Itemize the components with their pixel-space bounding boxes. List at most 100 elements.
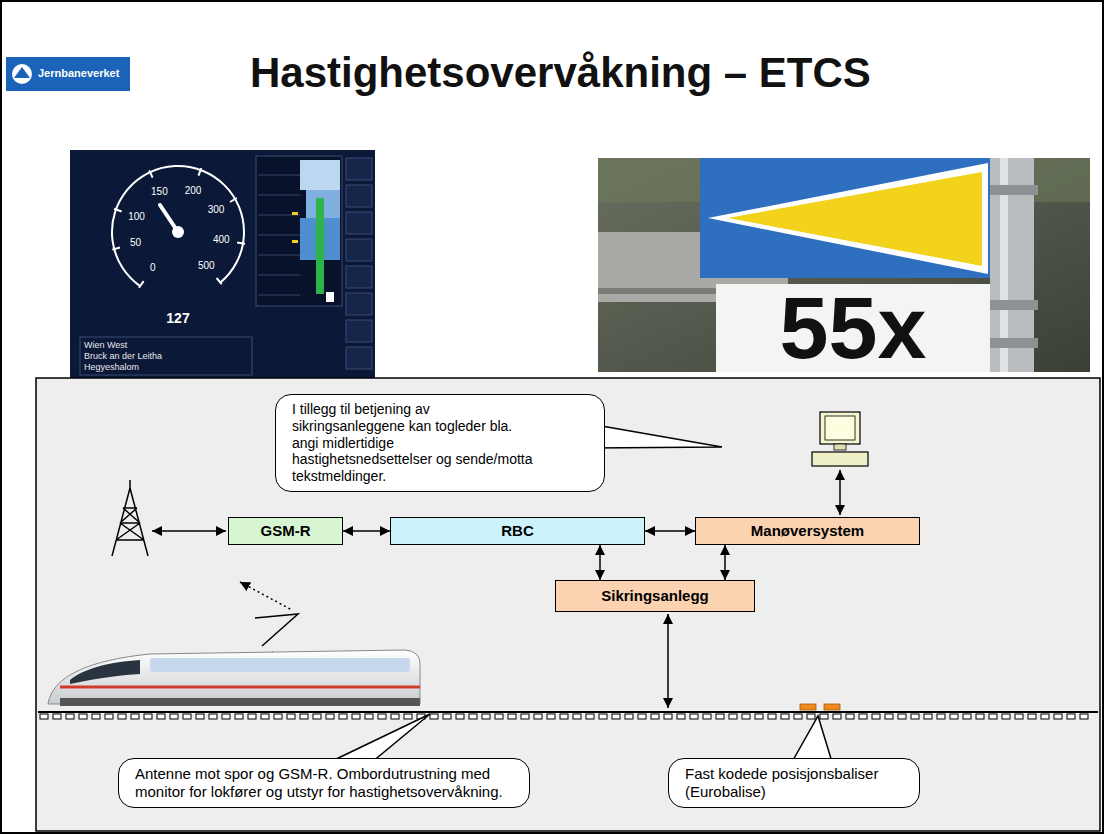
track-sleeper bbox=[222, 714, 230, 719]
track-sleeper bbox=[313, 714, 321, 719]
track-sleeper bbox=[131, 714, 139, 719]
track-sleeper bbox=[443, 714, 451, 719]
track-link-arrow bbox=[667, 614, 669, 708]
track-sleeper bbox=[547, 714, 555, 719]
track-sleeper bbox=[1002, 714, 1010, 719]
connector-arrow bbox=[599, 545, 601, 580]
callout-tail bbox=[330, 714, 430, 762]
track-sleeper bbox=[586, 714, 594, 719]
track-sleeper bbox=[40, 714, 48, 719]
callout-tail bbox=[792, 716, 832, 762]
track-sleeper bbox=[521, 714, 529, 719]
dial-number: 100 bbox=[128, 212, 145, 222]
logo-wordmark: Jernbaneverket bbox=[38, 68, 119, 79]
radio-zigzag bbox=[255, 614, 298, 646]
system-box: RBC bbox=[390, 517, 645, 545]
callout-text: Antenne mot spor og GSM-R. Ombordutrustn… bbox=[135, 765, 513, 801]
eurobalise bbox=[824, 704, 840, 710]
track-sleeper bbox=[885, 714, 893, 719]
track-sleeper bbox=[144, 714, 152, 719]
dmi-button bbox=[346, 185, 372, 207]
track-sleeper bbox=[950, 714, 958, 719]
callout-text: Fast kodede posisjonsbaliser (Eurobalise… bbox=[685, 765, 903, 801]
track-sleeper bbox=[1080, 714, 1088, 719]
track-sleeper bbox=[846, 714, 854, 719]
train-stripe bbox=[60, 686, 420, 689]
dial-number: 500 bbox=[198, 261, 215, 271]
train-windows bbox=[150, 658, 410, 672]
track-sleeper bbox=[248, 714, 256, 719]
system-box: Sikringsanlegg bbox=[555, 580, 755, 612]
speed-dial-ticks bbox=[112, 168, 245, 288]
track-sleeper bbox=[170, 714, 178, 719]
track-sleeper bbox=[976, 714, 984, 719]
track-sleeper bbox=[196, 714, 204, 719]
callout-tail bbox=[590, 424, 722, 448]
callout-bubble: I tillegg til betjening av sikringsanleg… bbox=[275, 394, 605, 492]
track-sleeper bbox=[924, 714, 932, 719]
track-rail bbox=[38, 711, 1098, 713]
track-sleeper bbox=[742, 714, 750, 719]
slide-title: Hastighetsovervåkning – ETCS bbox=[250, 50, 871, 96]
track-sleeper bbox=[118, 714, 126, 719]
track-sleeper bbox=[326, 714, 334, 719]
track-sleeper bbox=[1041, 714, 1049, 719]
track-sleeper bbox=[560, 714, 568, 719]
photo-background bbox=[598, 158, 1090, 372]
box-label: RBC bbox=[501, 522, 534, 540]
dmi-screen bbox=[70, 150, 375, 378]
track-sleeper bbox=[1054, 714, 1062, 719]
track-sleepers bbox=[40, 714, 1088, 719]
connector-arrow bbox=[343, 530, 390, 532]
track-sleeper bbox=[456, 714, 464, 719]
track-sleeper bbox=[911, 714, 919, 719]
track-sleeper bbox=[339, 714, 347, 719]
track-sleeper bbox=[183, 714, 191, 719]
box-label: Sikringsanlegg bbox=[601, 587, 709, 605]
system-box: Manøversystem bbox=[695, 517, 920, 545]
logo-plate bbox=[6, 57, 130, 91]
track-sleeper bbox=[651, 714, 659, 719]
track-sleeper bbox=[794, 714, 802, 719]
track-sleeper bbox=[729, 714, 737, 719]
track-sleeper bbox=[508, 714, 516, 719]
track-sleeper bbox=[1067, 714, 1075, 719]
connector-arrow bbox=[724, 545, 726, 580]
callout-bubble: Antenne mot spor og GSM-R. Ombordutrustn… bbox=[118, 758, 530, 808]
dmi-button bbox=[346, 347, 372, 369]
box-label: Manøversystem bbox=[751, 522, 864, 540]
radio-link bbox=[240, 582, 292, 610]
logo-emblem-mark bbox=[14, 67, 30, 78]
needle-hub bbox=[172, 226, 184, 238]
track-sleeper bbox=[833, 714, 841, 719]
track-sleeper bbox=[391, 714, 399, 719]
diagram-panel bbox=[36, 378, 1100, 831]
speed-plate bbox=[716, 284, 990, 372]
speed-sign-text: 55x bbox=[780, 284, 927, 372]
dial-number: 150 bbox=[151, 187, 168, 197]
track-sleeper bbox=[495, 714, 503, 719]
dmi-text-area bbox=[80, 337, 252, 375]
track-sleeper bbox=[690, 714, 698, 719]
track-sleeper bbox=[755, 714, 763, 719]
track-sleeper bbox=[235, 714, 243, 719]
track-sleeper bbox=[716, 714, 724, 719]
track-sleeper bbox=[105, 714, 113, 719]
logo-emblem bbox=[12, 64, 32, 84]
track-sleeper bbox=[352, 714, 360, 719]
station-name: Hegyeshalom bbox=[84, 363, 139, 372]
track-sleeper bbox=[820, 714, 828, 719]
station-name: Wien West bbox=[84, 341, 127, 350]
computer-link-arrow bbox=[839, 470, 841, 515]
dmi-button bbox=[346, 239, 372, 261]
sign-triangle bbox=[728, 172, 982, 266]
track-sleeper bbox=[66, 714, 74, 719]
mast-link-arrow bbox=[152, 530, 226, 532]
track-sleeper bbox=[963, 714, 971, 719]
dmi-marker bbox=[292, 240, 298, 243]
computer-screen bbox=[825, 416, 855, 440]
digital-speed: 127 bbox=[166, 311, 189, 325]
track-sleeper bbox=[1028, 714, 1036, 719]
